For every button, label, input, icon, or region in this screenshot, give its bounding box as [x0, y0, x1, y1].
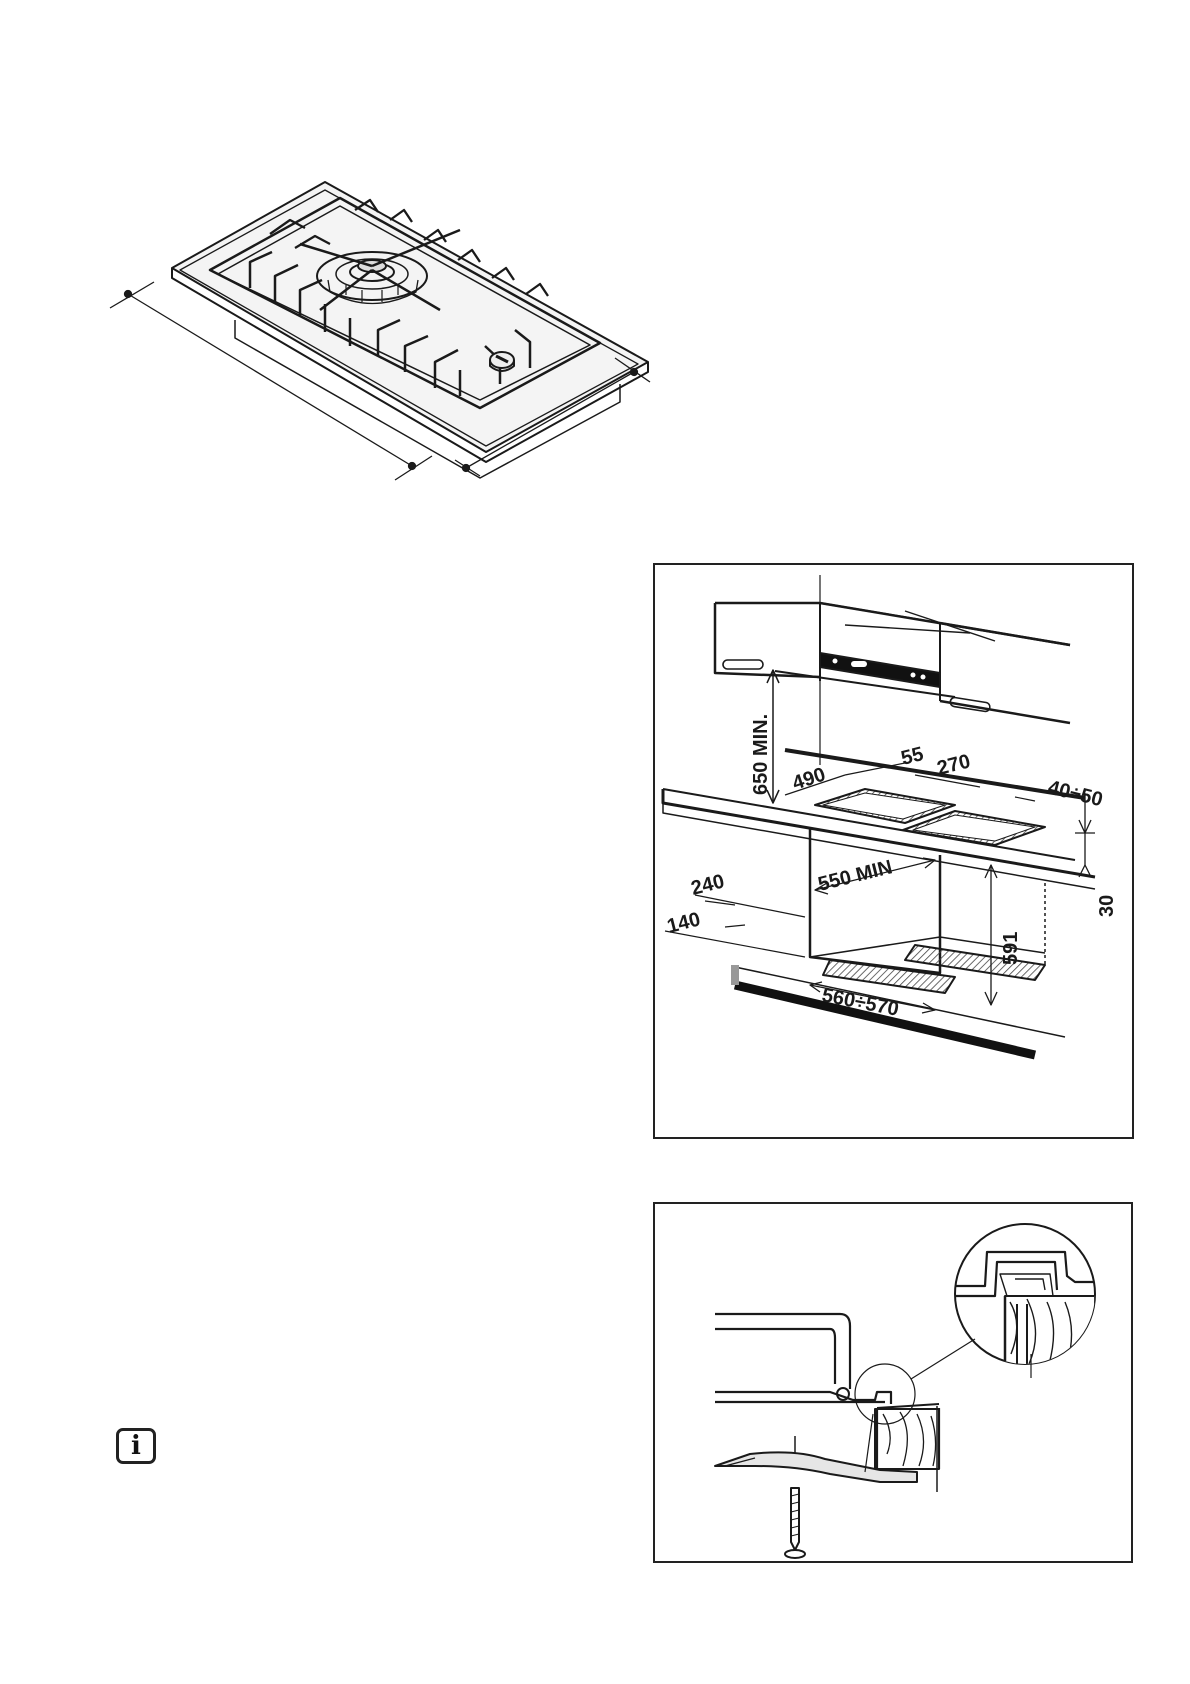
- cabinet-diagram: 650 MIN. 490 55 270 40÷50 30 550 MIN 240…: [655, 565, 1132, 1137]
- dim-270: 270: [935, 750, 973, 779]
- fixing-bracket-panel: [653, 1202, 1133, 1563]
- hob-isometric-illustration: [100, 170, 700, 530]
- dim-490: 490: [790, 764, 829, 795]
- dim-40-50: 40÷50: [1046, 777, 1105, 812]
- dim-650-min: 650 MIN.: [750, 714, 772, 795]
- fixing-bracket-diagram: [655, 1204, 1131, 1561]
- dim-140: 140: [665, 908, 703, 937]
- dim-591: 591: [1000, 932, 1022, 965]
- dim-550-min: 550 MIN: [816, 856, 895, 896]
- dim-30: 30: [1096, 895, 1118, 917]
- info-icon: i: [116, 1428, 156, 1464]
- cabinet-dimensions-panel: 650 MIN. 490 55 270 40÷50 30 550 MIN 240…: [653, 563, 1134, 1139]
- info-symbol: i: [131, 1431, 141, 1461]
- dim-55: 55: [899, 743, 926, 770]
- dim-240: 240: [689, 870, 727, 899]
